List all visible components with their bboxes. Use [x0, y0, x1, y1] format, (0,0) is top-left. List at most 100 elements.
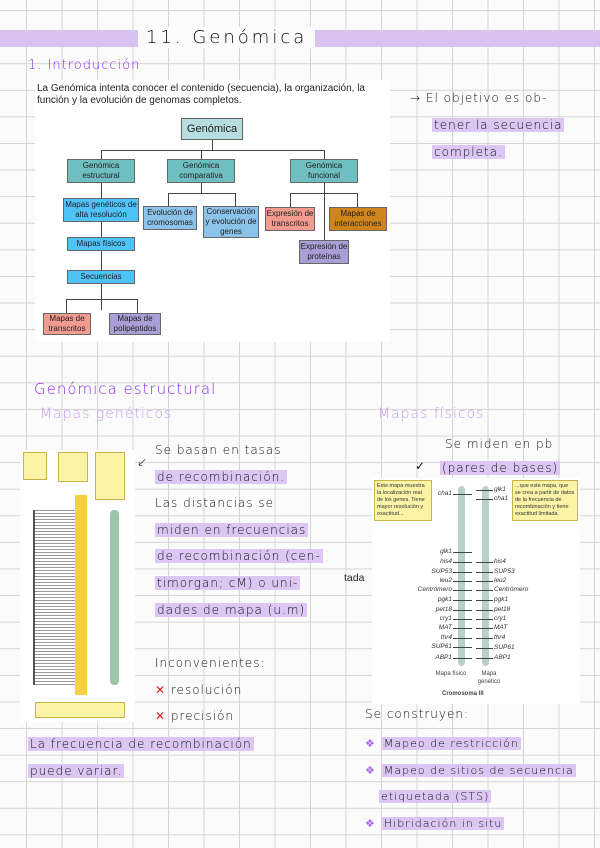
gene-label-genetic: pet18 [494, 606, 511, 613]
gene-label-physical: his4 [440, 558, 452, 565]
note-line: completa. [432, 145, 505, 159]
checkmark-icon: ✓ [415, 459, 427, 473]
node-protein-expression: Expresión de proteínas [299, 240, 349, 264]
genomics-diagram-image: La Genómica intenta conocer el contenido… [35, 80, 390, 342]
gene-label-genetic: SUP61 [494, 644, 515, 651]
gene-tick [476, 600, 493, 601]
node-interaction-maps: Mapas de interacciones [329, 207, 387, 231]
method-item: Mapeo de restricción [381, 737, 521, 750]
con-item: precisión [170, 709, 235, 724]
genetic-footer: La frecuencia de recombinación puede var… [28, 731, 254, 784]
section-heading: 1. Introducción [28, 58, 141, 73]
gene-label-physical: ABP1 [435, 654, 452, 661]
note-line: puede variar. [28, 763, 125, 778]
note-line: Las distancias se [155, 496, 274, 511]
down-left-arrow-icon: ↙ [137, 455, 149, 469]
gene-tick [476, 562, 493, 563]
note-line: de recombinación (cen- [155, 549, 323, 564]
gene-label-genetic: cha1 [494, 495, 509, 502]
genetic-maps-notes: Se basan en tasas de recombinación. Las … [155, 437, 323, 623]
gene-label-genetic: cry1 [494, 615, 507, 622]
build-title: Se construyen: [365, 707, 469, 721]
node-transcript-expression: Expresión de transcritos [265, 207, 315, 231]
gene-label-genetic: MAT [494, 624, 508, 631]
arrow-icon: → [410, 91, 422, 105]
gene-label-physical: SUP53 [431, 568, 452, 575]
gene-label-physical: Centrómero [417, 586, 452, 593]
genetic-map-label: Mapa genético [477, 671, 501, 685]
node-root: Genómica [181, 118, 243, 140]
con-item: resolución [170, 682, 243, 697]
genetic-map-figure [20, 450, 135, 722]
note-line: dades de mapa (u.m) [155, 602, 308, 617]
cons-list: Inconvenientes: ✕ resolución ✕ precisión [155, 650, 265, 730]
gene-label-physical: MAT [438, 624, 452, 631]
gene-tick [476, 590, 493, 591]
gene-label-physical: SUP61 [431, 643, 452, 650]
gene-tick [476, 581, 493, 582]
node-physical-maps: Mapas físicos [67, 237, 135, 251]
intro-note: → El objetivo es ob- tener la secuencia … [410, 85, 565, 166]
gene-tick [476, 572, 493, 573]
gene-tick [453, 619, 472, 620]
node-gene-conservation: Conservación y evolución de genes [203, 206, 259, 238]
gene-tick [476, 490, 493, 491]
methods-list: ❖ Mapeo de restricción ❖ Mapeo de sitios d… [365, 731, 576, 837]
gene-tick [453, 638, 472, 639]
physical-note-2: (pares de bases) [440, 461, 561, 475]
gene-tick [453, 590, 472, 591]
page-title: 11. Genómica [138, 27, 316, 48]
gene-tick [453, 552, 472, 553]
gene-label-physical: leu2 [439, 577, 452, 584]
node-genetic-maps: Mapas genéticos de alta resolución [63, 198, 139, 222]
method-item: Mapeo de sitios de secuencia [381, 763, 576, 777]
gene-label-genetic: ABP1 [494, 654, 511, 661]
note-line: (pares de bases) [440, 461, 561, 475]
physical-maps-heading: Mapas físicos [378, 406, 485, 422]
bullet-icon: ❖ [365, 816, 376, 830]
gene-label-genetic: glk1 [494, 486, 506, 493]
bullet-icon: ❖ [365, 737, 376, 750]
gene-tick [453, 581, 472, 582]
gene-tick [453, 572, 472, 573]
gene-label-physical: pet18 [435, 606, 452, 613]
physical-note-1: Se miden en pb [445, 437, 553, 451]
genetic-maps-heading: Mapas genéticos [40, 406, 173, 422]
gene-label-physical: glk1 [440, 548, 452, 555]
gene-label-genetic: Centrómero [494, 586, 529, 593]
gene-label-physical: cry1 [439, 615, 452, 622]
gene-tick [476, 658, 493, 659]
note-line: timorgan; cM) o uni- [155, 575, 301, 590]
note-line: de recombinación. [155, 469, 288, 484]
figure-note-1: Este mapa muestra la localización real d… [374, 480, 432, 521]
note-line: El objetivo es ob- [425, 91, 548, 105]
node-functional: Genómica funcional [290, 159, 358, 183]
intro-text: La Genómica intenta conocer el contenido… [37, 83, 365, 106]
method-item: Hibridación in situ [381, 816, 505, 830]
gene-tick [453, 494, 472, 495]
method-item: etiquetada (STS) [379, 790, 492, 804]
gene-tick [453, 658, 472, 659]
note-line: miden en frecuencias [155, 522, 309, 537]
figure-caption: Cromosoma III [442, 691, 484, 697]
gene-tick [476, 638, 493, 639]
figure-note-2: ...que este mapa, que se crea a partir d… [512, 480, 578, 521]
note-line: La frecuencia de recombinación [28, 737, 254, 751]
gene-tick [476, 619, 493, 620]
gene-label-genetic: pgk1 [494, 596, 509, 603]
node-transcript-maps: Mapas de transcritos [43, 313, 91, 335]
cross-icon: ✕ [155, 709, 167, 724]
gene-tick [453, 562, 472, 563]
note-line: Se basan en tasas [155, 443, 282, 457]
bullet-icon: ❖ [365, 763, 376, 777]
gene-tick [453, 628, 472, 629]
gene-label-genetic: leu2 [494, 577, 507, 584]
gene-tick [476, 648, 493, 649]
text-fragment: tada [344, 572, 365, 584]
node-structural: Genómica estructural [67, 159, 135, 183]
node-sequences: Secuencias [67, 270, 135, 284]
gene-label-genetic: thr4 [494, 634, 506, 641]
cross-icon: ✕ [155, 682, 167, 697]
gene-tick [476, 628, 493, 629]
structural-heading: Genómica estructural [34, 380, 217, 398]
